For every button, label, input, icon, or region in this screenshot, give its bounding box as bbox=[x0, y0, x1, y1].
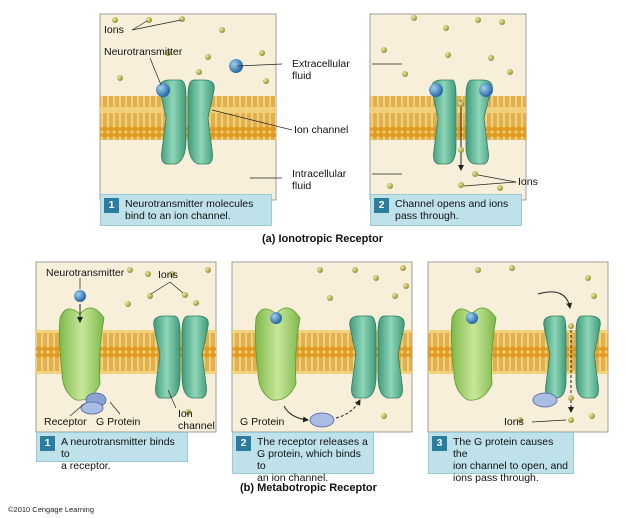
step-text: A neurotransmitter binds to a receptor. bbox=[61, 436, 175, 472]
step-text: Neurotransmitter molecules bind to an io… bbox=[125, 198, 254, 222]
label-receptor: Receptor bbox=[44, 416, 87, 428]
label-ions-right: Ions bbox=[518, 176, 538, 188]
label-ions-top: Ions bbox=[104, 24, 124, 36]
ion-channel-b1 bbox=[153, 315, 209, 399]
label-ion-channel-b: Ion channel bbox=[178, 408, 215, 432]
label-ions-b: Ions bbox=[158, 269, 178, 281]
label-intracellular-fluid: Intracellular fluid bbox=[292, 168, 347, 192]
neurotransmitter-molecule bbox=[156, 83, 170, 97]
caption-metabotropic: (b) Metabotropic Receptor bbox=[240, 482, 377, 494]
label-ion-channel: Ion channel bbox=[294, 124, 349, 136]
ion-channel-b3-open bbox=[543, 315, 601, 399]
ion-channel-open bbox=[431, 79, 493, 165]
panel-b3 bbox=[427, 261, 609, 433]
step-text: Channel opens and ions pass through. bbox=[395, 198, 509, 222]
copyright: ©2010 Cengage Learning bbox=[8, 505, 95, 514]
neurotransmitter-molecule bbox=[229, 59, 243, 73]
ions-a1 bbox=[112, 16, 269, 84]
step-number: 1 bbox=[104, 198, 119, 213]
step-number: 2 bbox=[236, 436, 251, 451]
receptor-shape bbox=[58, 307, 105, 401]
step-number: 3 bbox=[432, 436, 447, 451]
label-extracellular-fluid: Extracellular fluid bbox=[292, 58, 350, 82]
ions-a2 bbox=[381, 15, 513, 191]
step-b3: 3 The G protein causes the ion channel t… bbox=[428, 432, 574, 484]
caption-ionotropic: (a) Ionotropic Receptor bbox=[262, 233, 384, 245]
panel-a1 bbox=[99, 13, 293, 201]
label-neurotransmitter-b: Neurotransmitter bbox=[46, 267, 125, 279]
panel-a2 bbox=[369, 13, 527, 201]
step-a2: 2 Channel opens and ions pass through. bbox=[370, 194, 522, 226]
panel-b1 bbox=[35, 261, 217, 433]
ion-channel-b2 bbox=[349, 315, 405, 399]
step-number: 1 bbox=[40, 436, 55, 451]
step-text: The G protein causes the ion channel to … bbox=[453, 436, 569, 484]
step-a1: 1 Neurotransmitter molecules bind to an … bbox=[100, 194, 272, 226]
label-ions-b3: Ions bbox=[504, 416, 524, 428]
step-number: 2 bbox=[374, 198, 389, 213]
step-b1: 1 A neurotransmitter binds to a receptor… bbox=[36, 432, 188, 472]
label-neurotransmitter: Neurotransmitter bbox=[104, 46, 183, 58]
step-text: The receptor releases a G protein, which… bbox=[257, 436, 368, 484]
step-b2: 2 The receptor releases a G protein, whi… bbox=[232, 432, 374, 484]
ion-channel-closed bbox=[159, 79, 215, 165]
label-g-protein-2: G Protein bbox=[240, 416, 285, 428]
panel-b2 bbox=[231, 261, 413, 433]
label-g-protein: G Protein bbox=[96, 416, 141, 428]
